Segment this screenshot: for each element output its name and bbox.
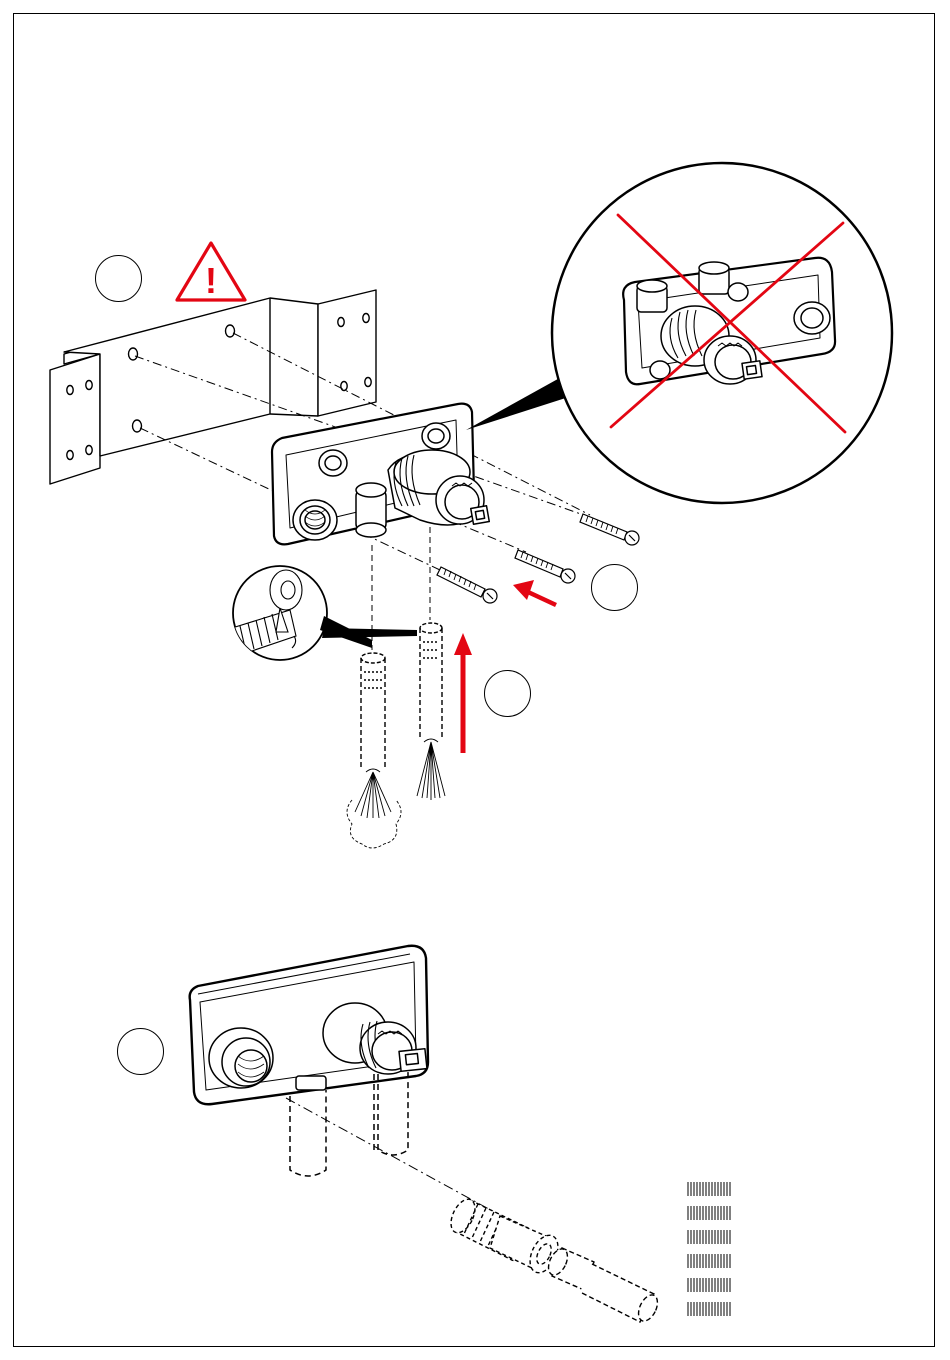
warning-triangle-icon: ! [177, 243, 245, 301]
pipe-piece [545, 1246, 662, 1324]
zoom-detail [552, 163, 892, 503]
installed-valve [190, 946, 428, 1105]
valve-body [272, 404, 489, 545]
water-spray-cold-icon [347, 769, 401, 848]
warning-symbol: ! [205, 260, 217, 301]
pipe-cold [361, 653, 385, 770]
red-arrow-up-icon [454, 633, 472, 753]
screw-3 [437, 567, 497, 603]
screw-1 [580, 514, 639, 545]
pipe-hot [420, 623, 442, 740]
screw-2 [515, 550, 575, 583]
water-spray-hot-icon [417, 739, 445, 800]
threaded-nipple [446, 1195, 563, 1277]
thread-tape-inset [232, 566, 417, 660]
red-arrow-left-icon [513, 580, 556, 605]
hatch-pattern [688, 1182, 730, 1316]
